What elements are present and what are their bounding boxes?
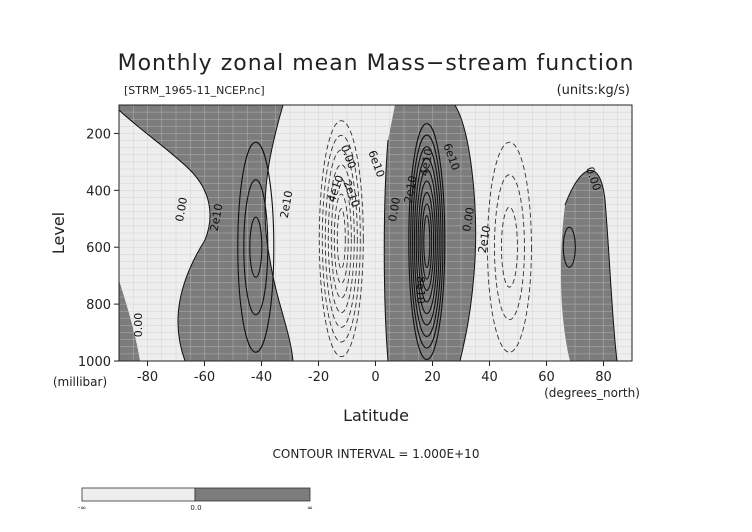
contour-line bbox=[336, 208, 346, 270]
colorbar-positive bbox=[194, 487, 311, 502]
y-tick-label: 1000 bbox=[78, 355, 111, 370]
x-axis-label: Latitude bbox=[343, 406, 409, 425]
x-tick-label: -60 bbox=[194, 370, 215, 385]
contour-field bbox=[119, 105, 632, 361]
contour-line bbox=[501, 206, 518, 288]
units-label: (units:kg/s) bbox=[557, 83, 630, 98]
contour-line bbox=[562, 226, 576, 268]
y-tick-label: 600 bbox=[86, 241, 111, 256]
contour-line bbox=[419, 191, 435, 292]
contour-line bbox=[487, 141, 532, 353]
x-tick-label: -80 bbox=[137, 370, 158, 385]
colorbar-label-zero: 0.0 bbox=[190, 504, 201, 512]
chart-title: Monthly zonal mean Mass−stream function bbox=[118, 51, 635, 76]
contour-line bbox=[321, 134, 361, 343]
x-tick-label: 40 bbox=[481, 370, 498, 385]
contour-line bbox=[333, 193, 349, 284]
contour-value-label: 8e10 bbox=[414, 276, 427, 304]
contour-value-label: 2e10 bbox=[476, 225, 494, 255]
contour-line bbox=[494, 174, 525, 321]
colorbar-negative bbox=[81, 487, 196, 502]
y-tick-label: 800 bbox=[86, 298, 111, 313]
shaded-region-polar-edge bbox=[119, 280, 140, 361]
zero-contour bbox=[119, 109, 211, 361]
contour-line bbox=[318, 120, 364, 358]
zero-contour bbox=[264, 105, 294, 361]
y-tick-label: 400 bbox=[86, 184, 111, 199]
y-axis-unit: (millibar) bbox=[53, 375, 107, 389]
contour-line bbox=[415, 168, 438, 315]
contour-line bbox=[421, 203, 433, 280]
colorbar-label-max: ∞ bbox=[307, 504, 313, 512]
zero-contour bbox=[383, 139, 389, 361]
contour-line bbox=[330, 178, 352, 299]
x-tick-label: -40 bbox=[251, 370, 272, 385]
contour-value-label: 2e10 bbox=[278, 190, 296, 220]
contour-value-label: 0.00 bbox=[460, 206, 477, 232]
zero-contour bbox=[454, 105, 477, 361]
y-axis-label: Level bbox=[49, 212, 68, 254]
x-tick-label: 80 bbox=[595, 370, 612, 385]
contour-line bbox=[324, 149, 358, 328]
contour-value-label: 0.00 bbox=[386, 196, 403, 222]
x-tick-label: 0 bbox=[371, 370, 379, 385]
contour-line bbox=[237, 141, 275, 353]
x-axis-unit: (degrees_north) bbox=[544, 386, 640, 400]
colorbar-label-min: -∞ bbox=[78, 504, 86, 512]
zero-contour bbox=[564, 169, 618, 361]
contour-line bbox=[408, 122, 446, 361]
contour-interval-text: CONTOUR INTERVAL = 1.000E+10 bbox=[273, 447, 480, 461]
contour-line bbox=[410, 134, 444, 349]
contour-value-label: 0.00 bbox=[132, 313, 145, 338]
x-tick-label: 20 bbox=[424, 370, 441, 385]
contour-line bbox=[411, 145, 442, 338]
contour-line bbox=[423, 214, 431, 269]
contour-line bbox=[327, 164, 355, 314]
contour-line bbox=[413, 157, 440, 326]
contour-value-label: 2e10 bbox=[208, 203, 226, 233]
contour-line bbox=[249, 216, 263, 278]
contour-line bbox=[417, 180, 436, 303]
x-tick-label: 60 bbox=[538, 370, 555, 385]
colorbar: -∞ 0.0 ∞ bbox=[78, 487, 313, 512]
y-tick-label: 200 bbox=[86, 127, 111, 142]
dataset-label: [STRM_1965-11_NCEP.nc] bbox=[124, 84, 265, 97]
x-tick-label: -20 bbox=[308, 370, 329, 385]
contour-value-label: 2e10 bbox=[402, 175, 420, 205]
contour-value-label: 0.00 bbox=[173, 196, 190, 222]
contour-value-label: 4e10 bbox=[418, 148, 436, 178]
